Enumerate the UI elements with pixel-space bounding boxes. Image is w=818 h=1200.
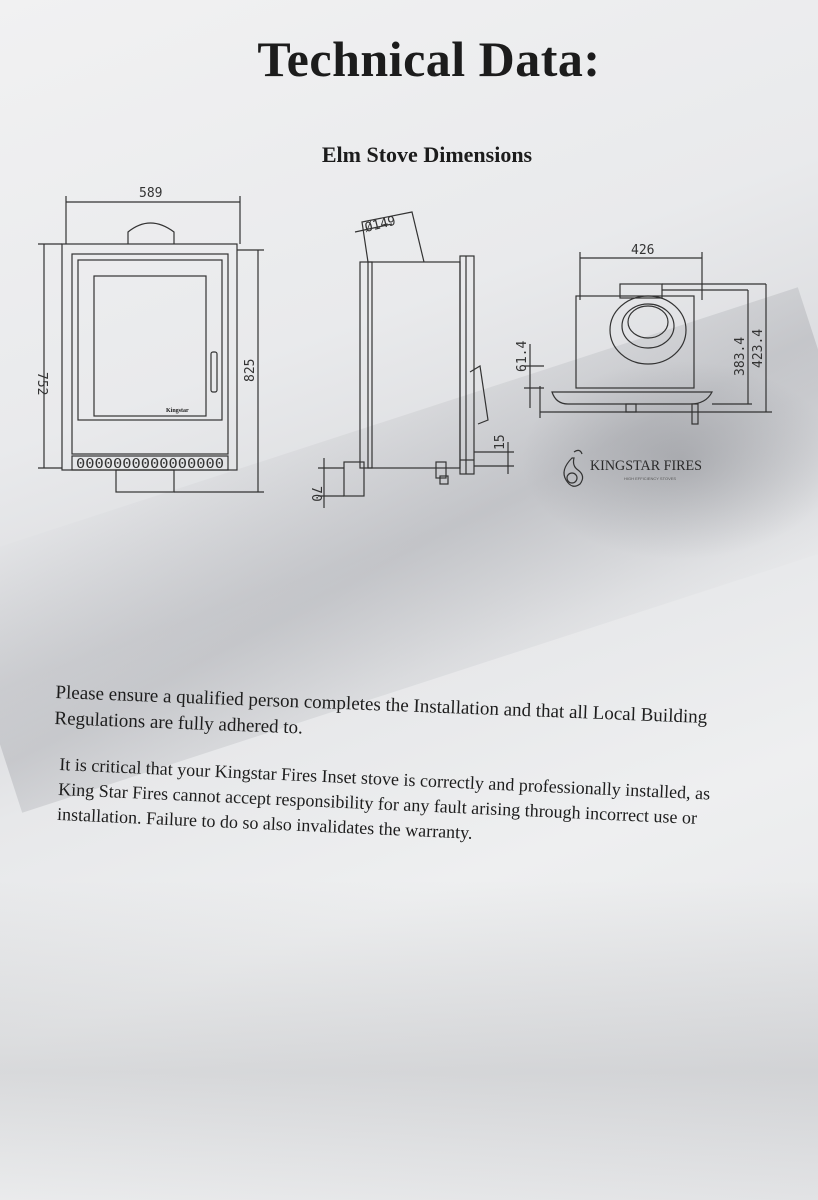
front-width-label: 589 — [139, 186, 162, 201]
logo-tagline: HIGH EFFICIENCY STOVES — [624, 476, 676, 481]
front-height-label: 752 — [34, 372, 49, 395]
front-view-vent-row: 0000000000000000 — [71, 455, 229, 472]
side-dim-70-label: 70 — [308, 486, 323, 502]
side-dim-15-label: 15 — [493, 434, 508, 450]
front-overall-height-label: 825 — [243, 359, 258, 382]
logo-wordmark: KINGSTAR FIRES — [590, 458, 702, 474]
flue-diameter-label: Ø149 — [363, 214, 397, 236]
top-width-label: 426 — [631, 243, 654, 258]
front-view — [38, 196, 264, 493]
side-view — [318, 211, 544, 508]
paper-lower-shadow — [0, 880, 818, 1200]
kingstar-fires-logo-mark — [563, 449, 584, 487]
top-depth-inner-label: 383.4 — [733, 337, 748, 376]
diagram-subtitle: Elm Stove Dimensions — [321, 142, 533, 167]
front-plate-badge: Kingstar — [166, 408, 189, 414]
stove-dimension-drawings: 0000000000000000 Kingstar 589 752 825 Ø1… — [34, 186, 772, 508]
top-view — [539, 252, 772, 425]
vent-pattern-text: 0000000000000000 — [76, 457, 224, 472]
top-depth-outer-label: 423.4 — [751, 329, 766, 368]
page-title: Technical Data: — [257, 31, 601, 87]
side-dim-61-label: 61.4 — [515, 341, 530, 372]
